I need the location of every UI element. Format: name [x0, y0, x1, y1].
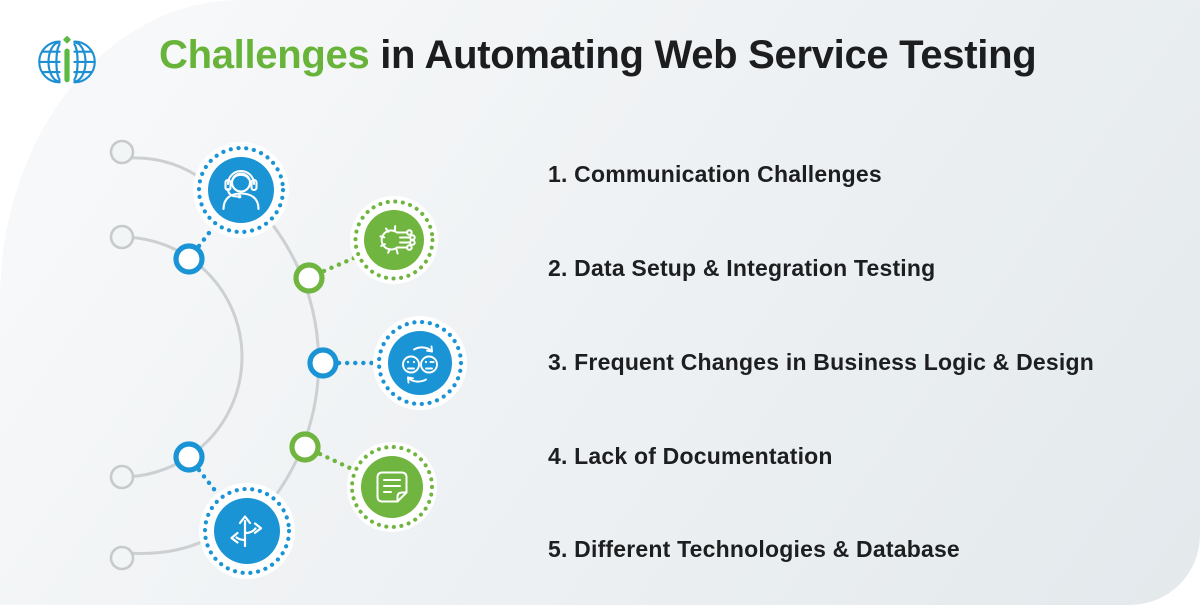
- gear-integration-icon: [350, 196, 438, 284]
- page-title: Challenges in Automating Web Service Tes…: [159, 33, 1037, 78]
- arc-ring-nodes: [173, 243, 339, 473]
- list-item: 1. Communication Challenges: [548, 161, 882, 187]
- globe-icon: [38, 40, 96, 84]
- document-icon: [347, 442, 437, 532]
- globe-i-logo: [38, 36, 96, 84]
- list-item: 5. Different Technologies & Database: [548, 536, 960, 562]
- title-rest: in Automating Web Service Testing: [369, 33, 1037, 77]
- title-highlight: Challenges: [159, 33, 370, 77]
- challenges-diagram: [109, 139, 467, 579]
- list-item: 2. Data Setup & Integration Testing: [548, 255, 936, 281]
- challenges-list: 1. Communication Challenges 2. Data Setu…: [548, 0, 1168, 605]
- list-item: 3. Frequent Changes in Business Logic & …: [548, 349, 1094, 375]
- dotted-connectors: [196, 226, 376, 496]
- letter-i-icon: [63, 36, 71, 83]
- list-item: 4. Lack of Documentation: [548, 443, 833, 469]
- support-agent-icon: [193, 142, 289, 238]
- arc-endpoint-dots: [109, 139, 135, 571]
- direction-arrows-icon: [199, 483, 295, 579]
- faces-change-icon: [373, 316, 467, 410]
